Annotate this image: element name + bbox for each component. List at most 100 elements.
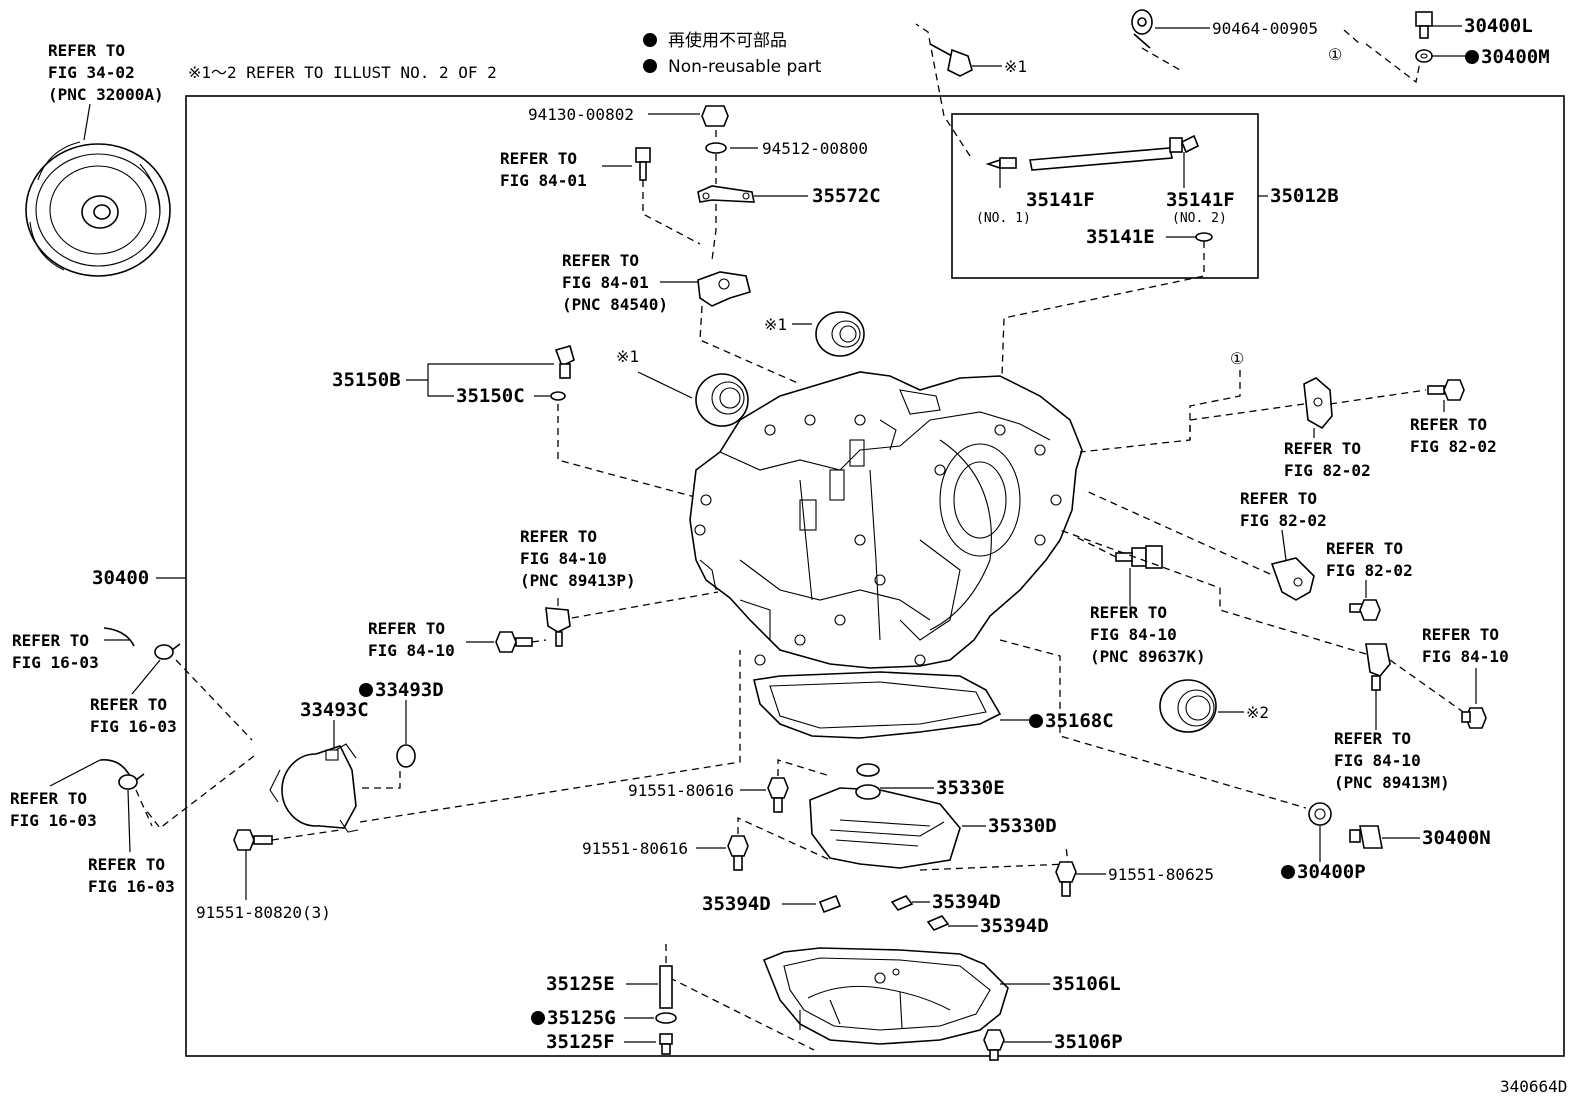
svg-text:FIG 82-02: FIG 82-02 (1240, 511, 1327, 530)
svg-text:FIG 82-02: FIG 82-02 (1326, 561, 1413, 580)
ref-fig-16-03-d: REFER TO FIG 16-03 (88, 855, 175, 896)
svg-text:(PNC 89413M): (PNC 89413M) (1334, 773, 1450, 792)
svg-text:FIG 16-03: FIG 16-03 (12, 653, 99, 672)
figure-id: 340664D (1500, 1077, 1567, 1096)
plug-35150B (554, 345, 575, 379)
magnet-35394D-b (890, 895, 914, 911)
part-35141F-no1: 35141F (1026, 189, 1095, 211)
part-33493C: 33493C (300, 699, 369, 721)
marker-k1-seal-upper: ※1 (764, 315, 787, 334)
part-94130-00802: 94130-00802 (528, 105, 634, 124)
svg-text:FIG 16-03: FIG 16-03 (10, 811, 97, 830)
svg-text:FIG 84-01: FIG 84-01 (500, 171, 587, 190)
marker-k2: ※2 (1246, 703, 1269, 722)
part-35141F-no2-sub: (NO. 2) (1172, 211, 1227, 226)
part-91551-80625: 91551-80625 (1108, 865, 1214, 884)
pipe-35125E (659, 965, 673, 1009)
svg-text:FIG 82-02: FIG 82-02 (1410, 437, 1497, 456)
svg-text:FIG 84-10: FIG 84-10 (1334, 751, 1421, 770)
svg-text:REFER TO: REFER TO (1240, 489, 1317, 508)
non-reusable-marker (359, 683, 373, 697)
part-91551-80616-lower: 91551-80616 (582, 839, 688, 858)
oil-seal-left (695, 373, 749, 427)
part-90464-00905: 90464-00905 (1212, 19, 1318, 38)
bolt-84-10-right (1461, 707, 1487, 729)
washer-94512 (705, 142, 727, 154)
ref-fig-84-10-89413P: REFER TO FIG 84-10 (PNC 89413P) (520, 527, 636, 590)
svg-text:(PNC 84540): (PNC 84540) (562, 295, 668, 314)
part-35141F-no1-sub: (NO. 1) (976, 211, 1031, 226)
strainer-35330D (809, 784, 961, 869)
hose-clip-upper (103, 627, 181, 660)
part-30400: 30400 (92, 567, 149, 589)
svg-text:REFER TO: REFER TO (1090, 603, 1167, 622)
part-35012B: 35012B (1270, 185, 1339, 207)
ref-fig-16-03-a: REFER TO FIG 16-03 (12, 631, 99, 672)
sensor-89637K (1115, 545, 1163, 569)
bolt-fig-84-01 (635, 147, 651, 181)
part-35572C: 35572C (812, 185, 881, 207)
bolt-upper (929, 43, 973, 77)
marker-circle-1-top: ① (1328, 45, 1342, 64)
svg-text:REFER TO: REFER TO (1410, 415, 1487, 434)
part-35330D: 35330D (988, 815, 1057, 837)
hose-clip-lower (99, 759, 145, 790)
illust-note: ※1～2 REFER TO ILLUST NO. 2 OF 2 (188, 63, 497, 82)
bolt-91551-80616-lower (727, 835, 749, 871)
part-35394D-c: 35394D (980, 915, 1049, 937)
part-35168C: 35168C (1045, 710, 1114, 732)
svg-text:FIG 84-10: FIG 84-10 (1422, 647, 1509, 666)
svg-text:FIG 84-10: FIG 84-10 (1090, 625, 1177, 644)
marker-k1-top: ※1 (1004, 57, 1027, 76)
oring-35330E (856, 763, 880, 777)
nut-94130 (701, 105, 729, 127)
part-35106L: 35106L (1052, 973, 1121, 995)
plug-30400N (1349, 825, 1383, 849)
svg-text:REFER TO: REFER TO (1422, 625, 1499, 644)
part-35125F: 35125F (546, 1031, 615, 1053)
bolt-82-02-mid (1349, 599, 1381, 621)
ref-fig-82-02-b: REFER TO FIG 82-02 (1284, 439, 1371, 480)
part-35106P: 35106P (1054, 1031, 1123, 1053)
ref-fig-84-01-pnc: REFER TO FIG 84-01 (PNC 84540) (562, 251, 668, 314)
bolt-82-02-upper (1427, 379, 1465, 401)
harness-bracket (697, 271, 751, 307)
svg-text:FIG 16-03: FIG 16-03 (90, 717, 177, 736)
part-35150B: 35150B (332, 369, 401, 391)
magnet-35394D-c (926, 915, 950, 931)
cable-35141F (985, 134, 1200, 171)
svg-text:REFER TO: REFER TO (1284, 439, 1361, 458)
svg-text:REFER TO: REFER TO (10, 789, 87, 808)
part-30400L: 30400L (1464, 15, 1533, 37)
svg-text:FIG 16-03: FIG 16-03 (88, 877, 175, 896)
ref-fig-82-02-d: REFER TO FIG 82-02 (1326, 539, 1413, 580)
svg-text:FIG 84-10: FIG 84-10 (368, 641, 455, 660)
oil-seal-upper (815, 311, 865, 357)
part-91551-80616-upper: 91551-80616 (628, 781, 734, 800)
svg-text:FIG 84-01: FIG 84-01 (562, 273, 649, 292)
ref-fig-84-01-top: REFER TO FIG 84-01 (500, 149, 587, 190)
part-33493D: 33493D (375, 679, 444, 701)
magnet-35394D-a (818, 894, 842, 914)
ref-fig-16-03-c: REFER TO FIG 16-03 (10, 789, 97, 830)
bolt-84-10-left (495, 631, 533, 653)
bolt-91551-80625 (1055, 861, 1077, 897)
part-35125G: 35125G (547, 1007, 616, 1029)
ref-fig-84-10-89637K: REFER TO FIG 84-10 (PNC 89637K) (1090, 603, 1206, 666)
svg-text:FIG 84-10: FIG 84-10 (520, 549, 607, 568)
ref-fig-84-10-right: REFER TO FIG 84-10 (1422, 625, 1509, 666)
bracket-82-02-upper (1303, 377, 1333, 430)
svg-text:REFER TO: REFER TO (90, 695, 167, 714)
non-reusable-marker (1465, 50, 1479, 64)
part-30400P: 30400P (1297, 861, 1366, 883)
oring-33493D (396, 744, 416, 768)
bracket-35572C (697, 185, 755, 203)
plug-35125F (659, 1033, 673, 1055)
svg-text:(PNC 89413P): (PNC 89413P) (520, 571, 636, 590)
svg-text:REFER TO: REFER TO (12, 631, 89, 650)
svg-text:REFER TO: REFER TO (48, 41, 125, 60)
ref-fig-82-02-c: REFER TO FIG 82-02 (1240, 489, 1327, 530)
ref-fig-34-02: REFER TO FIG 34-02 (PNC 32000A) (48, 41, 164, 104)
non-reusable-marker (1029, 714, 1043, 728)
